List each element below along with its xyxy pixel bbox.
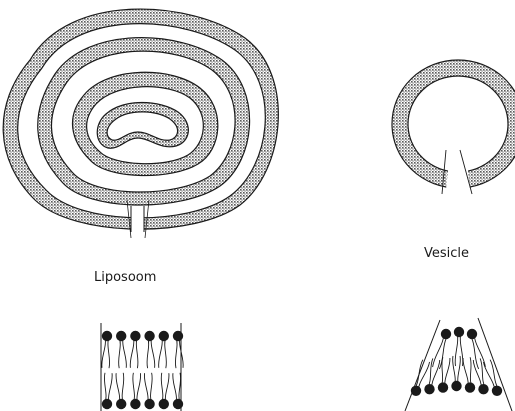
lipid-molecule	[473, 358, 488, 394]
flat-bilayer-detail	[101, 323, 183, 411]
lipid-molecule	[130, 331, 140, 368]
liposome-label: Liposoom	[94, 270, 156, 285]
vesicle-bilayer	[392, 60, 515, 188]
lipid-molecule	[102, 331, 112, 368]
lipid-molecule	[454, 327, 464, 366]
lipid-molecule	[451, 356, 461, 391]
vesicle-label: Vesicle	[424, 246, 469, 261]
lipid-molecule	[130, 373, 140, 409]
vesicle-unilamellar	[392, 60, 515, 194]
lipid-molecule	[159, 373, 169, 409]
lipid-molecule	[102, 373, 112, 409]
lipid-molecule	[144, 331, 154, 368]
lipid-molecule	[159, 331, 169, 368]
lipid-molecule	[116, 331, 126, 368]
curved-bilayer-right-boundary	[478, 318, 512, 411]
liposome-core-membrane	[97, 103, 188, 149]
lipid-molecule	[116, 373, 126, 409]
liposome-bilayer-3	[73, 72, 218, 175]
lipid-molecule	[173, 373, 183, 409]
lipid-molecule	[424, 358, 439, 394]
lipid-molecule	[467, 329, 486, 369]
curved-bilayer-detail	[405, 318, 512, 411]
liposome-multilamellar	[3, 9, 278, 238]
lipid-molecule	[173, 331, 183, 368]
lipid-molecule	[144, 373, 154, 409]
curved-bilayer-left-boundary	[405, 320, 440, 411]
